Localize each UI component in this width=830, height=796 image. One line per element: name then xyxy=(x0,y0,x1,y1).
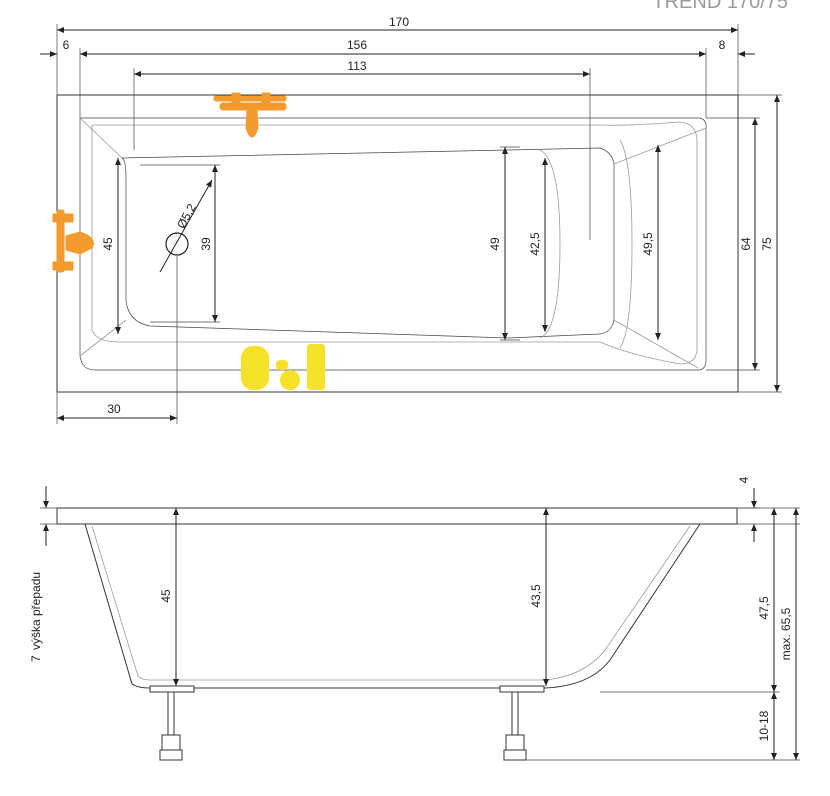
top-view: Ø5,2 170 156 6 8 113 39 45 30 xyxy=(40,15,782,424)
dim-47-5: 47,5 xyxy=(757,596,771,620)
dim-39: 39 xyxy=(199,237,213,251)
tub-outline-top xyxy=(56,94,739,393)
dim-49-5: 49,5 xyxy=(641,232,655,256)
faucet-icon xyxy=(52,209,94,273)
backrest-line xyxy=(539,149,561,339)
dim-length-113: 113 xyxy=(347,59,366,73)
tub-leg-right xyxy=(499,685,545,761)
drain-icon xyxy=(165,232,189,256)
backrest-line xyxy=(619,139,633,349)
tub-basin-floor xyxy=(121,147,615,339)
tub-leg-left xyxy=(149,685,195,761)
side-view: 45 43,5 7 výška přepadu 4 47,5 10-18 max… xyxy=(29,476,800,761)
dim-length-total: 170 xyxy=(389,15,409,29)
tub-body-side xyxy=(84,523,701,689)
dim-length-inner: 156 xyxy=(347,38,367,52)
overflow-label: výška přepadu xyxy=(29,572,43,650)
tub-rim-side xyxy=(56,507,738,525)
brand-logo-icon xyxy=(241,344,325,390)
tub-inner-rim xyxy=(79,117,707,371)
dim-width-total: 75 xyxy=(760,237,774,251)
tub-basin-outline xyxy=(91,121,698,365)
dim-overflow: 7 xyxy=(29,655,43,662)
dim-width-inner: 64 xyxy=(739,237,753,251)
corner-line xyxy=(613,319,699,369)
dim-depth-right: 43,5 xyxy=(529,584,543,608)
dim-49: 49 xyxy=(488,237,502,251)
dim-offset-right: 8 xyxy=(719,38,726,52)
dim-depth-left: 45 xyxy=(159,589,173,603)
faucet-icon xyxy=(213,92,287,138)
dim-offset-left: 6 xyxy=(63,38,70,52)
drawing-title: TREND 170/75 xyxy=(652,0,788,13)
dim-max-height: max. 65,5 xyxy=(779,607,793,660)
dim-legs: 10-18 xyxy=(757,710,771,741)
dim-drain-offset: 30 xyxy=(107,402,121,416)
dim-left-partial: 45 xyxy=(101,237,115,251)
dim-42-5: 42,5 xyxy=(528,232,542,256)
dim-rim: 4 xyxy=(737,476,751,483)
corner-line xyxy=(79,117,123,159)
